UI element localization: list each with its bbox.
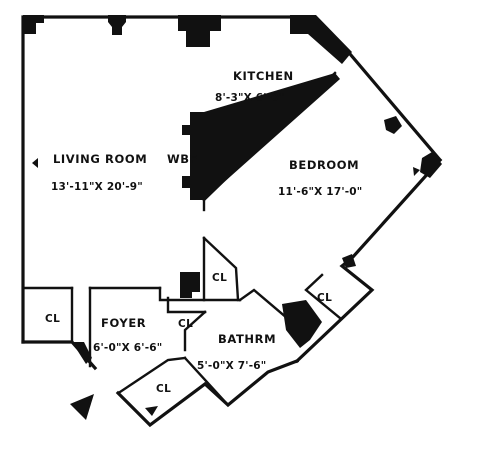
living-room-dims: 13'-11"X 20'-9" xyxy=(51,181,143,193)
foyer-dims: 6'-0"X 6'-6" xyxy=(93,342,162,354)
closet-label: CL xyxy=(178,318,193,330)
closet-label: CL xyxy=(317,292,332,304)
foyer-door-jamb xyxy=(72,342,92,364)
window-column-top xyxy=(108,15,126,35)
bath-bottom-wall xyxy=(183,356,230,407)
bath-chimney xyxy=(282,300,322,348)
window-marker-icon xyxy=(32,158,38,168)
right-closet-wall xyxy=(304,273,342,320)
lower-closet-wall xyxy=(118,356,187,394)
foyer-label: FOYER xyxy=(101,316,146,330)
closet-center-wall xyxy=(158,286,206,302)
entrance-arrow-icon xyxy=(70,394,94,420)
bath-top-wall xyxy=(238,288,289,320)
closet-upper-wall xyxy=(202,236,242,302)
chimney-top xyxy=(178,15,221,47)
outer-wall-main xyxy=(21,15,443,344)
corner-column-top-left xyxy=(23,15,44,34)
room-labels: KITCHEN 8'-3"X 6'-0" LIVING ROOM 13'-11"… xyxy=(45,69,362,395)
corner-column-top-right xyxy=(290,15,352,64)
right-wall-marker xyxy=(342,254,356,268)
bedroom-label: BEDROOM xyxy=(289,158,359,172)
closet-mid-wall xyxy=(166,296,207,314)
lower-closet-mark xyxy=(145,406,158,416)
closet-upper-right xyxy=(202,236,240,302)
bathroom-dims: 5'-0"X 7'-6" xyxy=(197,360,266,372)
kitchen-label: KITCHEN xyxy=(233,69,294,83)
closet-label: CL xyxy=(156,383,171,395)
closet-label: CL xyxy=(212,272,227,284)
living-room-label: LIVING ROOM xyxy=(53,152,147,166)
wbf-fireplace xyxy=(182,73,340,200)
window-column-right xyxy=(384,116,402,134)
corner-column-right xyxy=(420,152,442,178)
closet-column xyxy=(180,272,200,298)
window-marker-icon xyxy=(413,167,420,176)
outer-wall-bottom xyxy=(115,358,300,428)
outer-wall-right xyxy=(294,157,443,364)
kitchen-dims: 8'-3"X 6'-0" xyxy=(215,92,284,104)
closet-label: CL xyxy=(45,313,60,325)
wbf-label: WBF xyxy=(167,152,198,166)
bath-left-wall xyxy=(183,310,207,352)
bedroom-dims: 11'-6"X 17'-0" xyxy=(278,186,362,198)
bathroom-label: BATHRM xyxy=(218,332,276,346)
masses xyxy=(23,15,442,416)
